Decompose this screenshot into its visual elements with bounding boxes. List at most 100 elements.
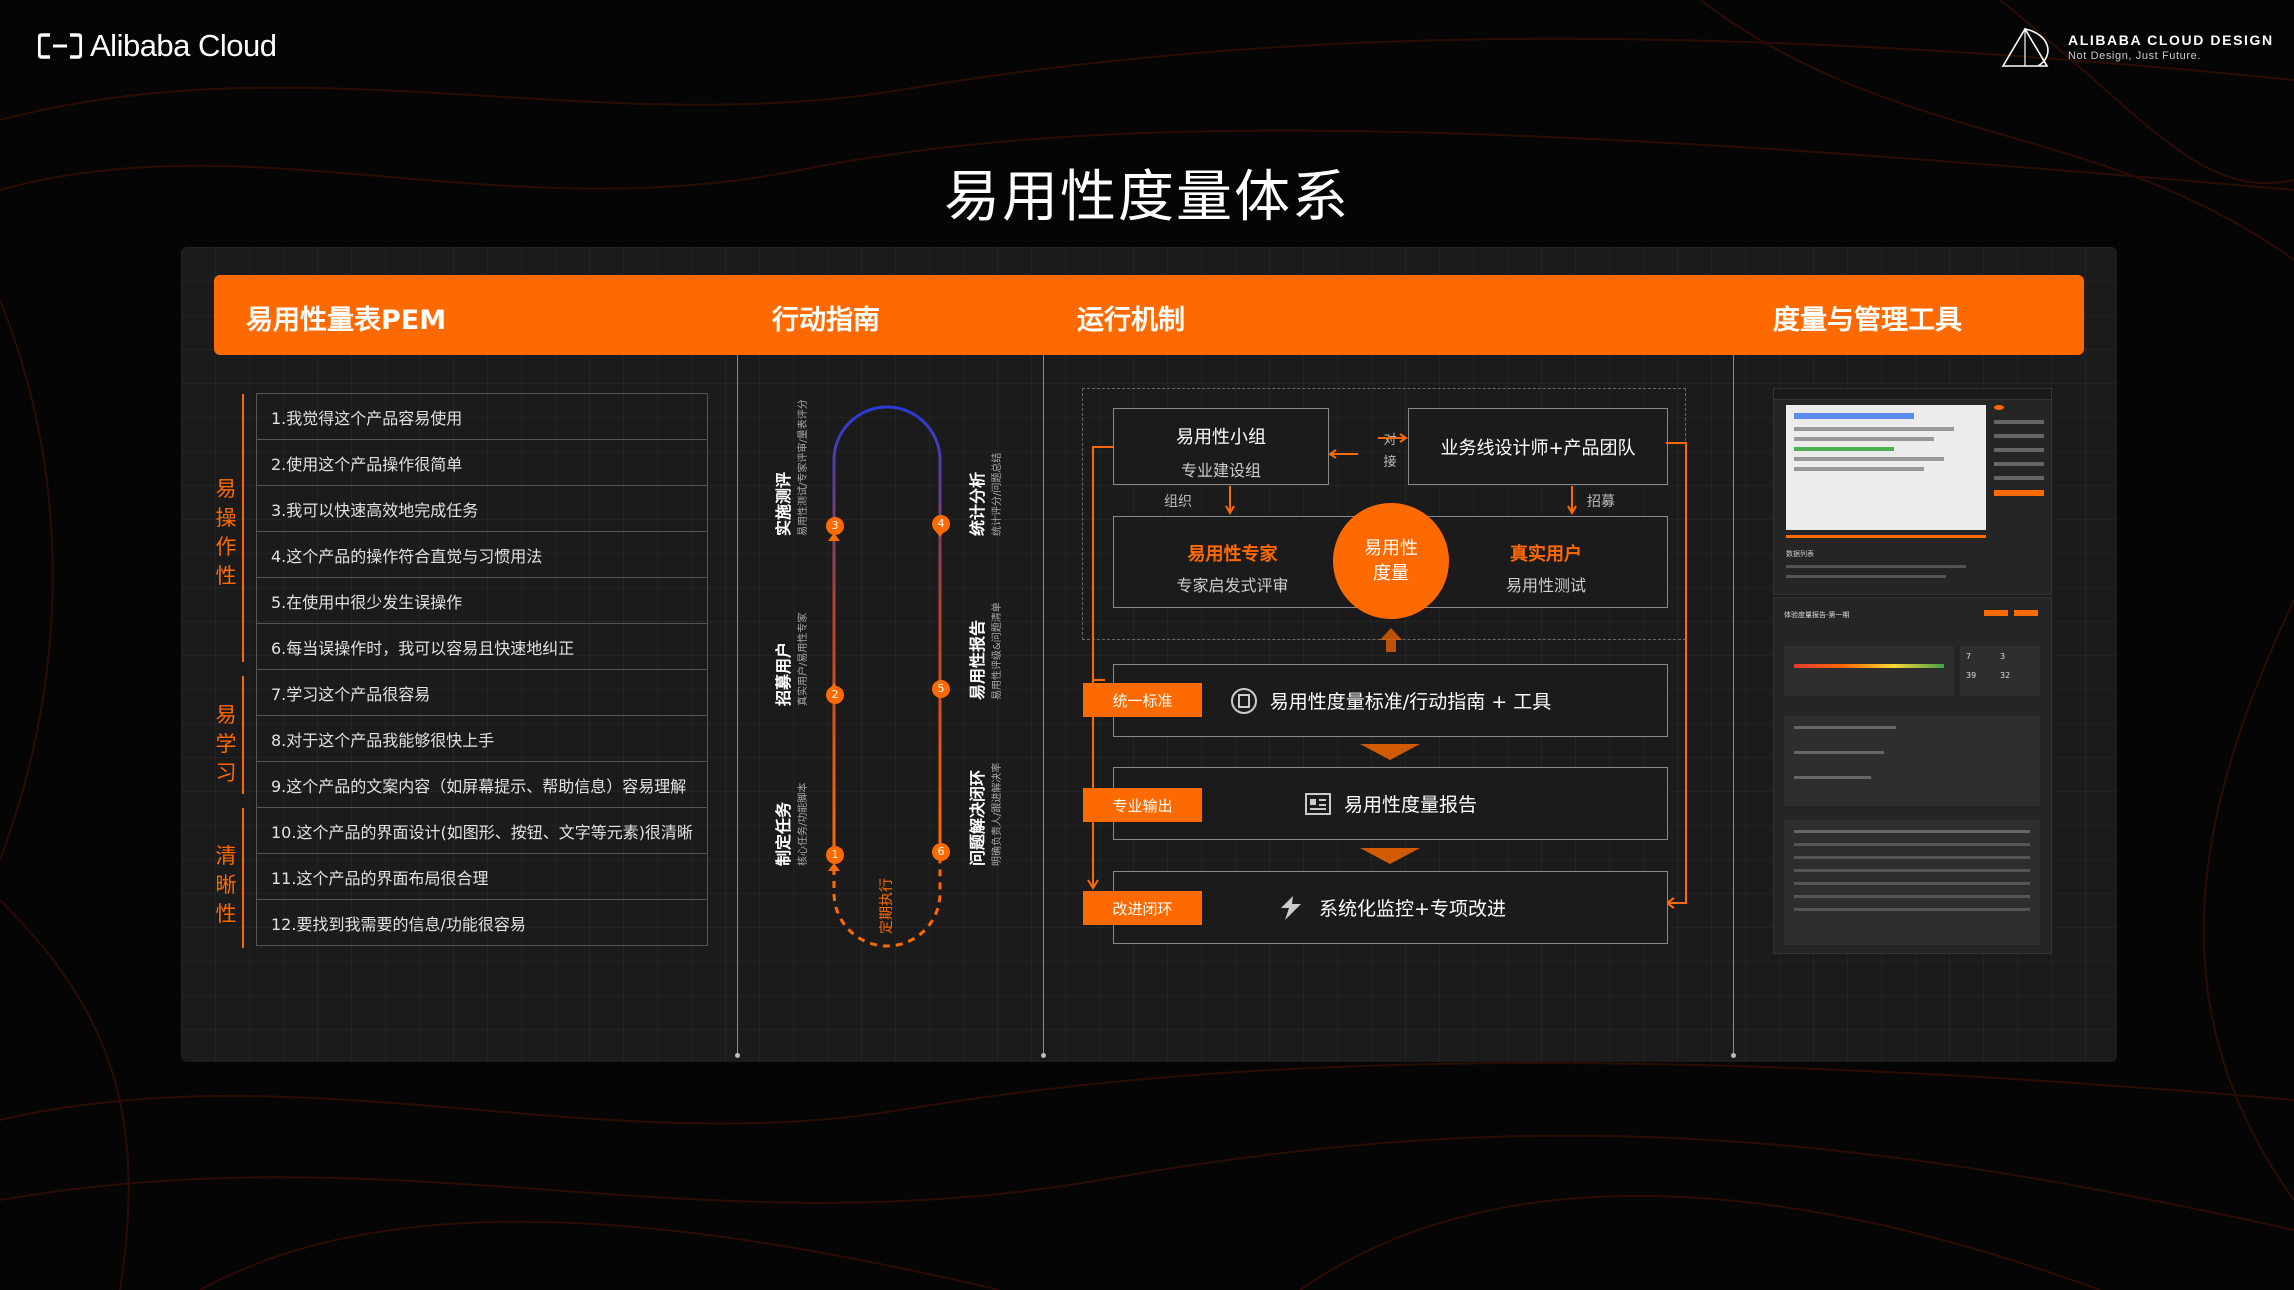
mini-line (1794, 457, 1944, 461)
step-number: 6 (932, 843, 950, 861)
step-number: 5 (932, 680, 950, 698)
mini-card-title: 数据列表 (1786, 550, 1814, 558)
mini-line (1794, 726, 1897, 729)
mini-bar (1794, 413, 1914, 419)
pem-item: 2.使用这个产品操作很简单 (257, 440, 707, 486)
recruit-label: 招募 (1587, 494, 1615, 510)
mini-line (1786, 565, 1966, 568)
mini-line (1794, 751, 1884, 754)
mini-line (1794, 447, 1894, 451)
mini-dot (1994, 405, 2004, 410)
divider-dot (1041, 1053, 1046, 1058)
step-title: 统计分析 (968, 471, 987, 536)
report-icon (1304, 792, 1331, 815)
category-bracket (242, 808, 244, 948)
pem-item: 6.每当误操作时，我可以容易且快速地纠正 (257, 624, 707, 670)
mini-line (1994, 448, 2044, 452)
mini-task-list (1784, 716, 2040, 806)
step-number: 2 (826, 686, 844, 704)
divider-dot (735, 1053, 740, 1058)
page-title: 易用性度量体系 (944, 165, 1350, 230)
design-logo-slogan: Not Design, Just Future. (2068, 50, 2202, 62)
lightning-icon (1281, 895, 1302, 920)
mini-issue-table (1784, 820, 2040, 945)
mini-line (1994, 420, 2044, 424)
step-title: 易用性报告 (968, 619, 987, 700)
mini-report-title: 体验度量报告-第一期 (1784, 611, 1850, 619)
mini-line (1794, 437, 1934, 441)
category-bracket (242, 394, 244, 662)
left-flow-line (1087, 446, 1113, 890)
usability-measure-circle: 易用性度量 (1333, 503, 1449, 619)
dock-label: 对接 (1383, 433, 1397, 470)
step-number: 1 (826, 846, 844, 864)
pem-questionnaire-table: 1.我觉得这个产品容易使用 2.使用这个产品操作很简单 3.我可以快速高效地完成… (256, 393, 708, 946)
mini-line (1786, 575, 1946, 578)
step-title: 实施测评 (774, 471, 793, 536)
category-ease-of-learning: 易学习 (215, 703, 237, 785)
pem-item: 10.这个产品的界面设计(如图形、按钮、文字等元素)很清晰 (257, 808, 707, 854)
header-action-guide: 行动指南 (772, 305, 880, 336)
step-label: 易用性报告 易用性评级&问题清单 (964, 602, 1003, 700)
column-divider (1043, 355, 1044, 1055)
step-subtitle: 统计评分/问题总结 (992, 452, 1003, 536)
pem-item: 11.这个产品的界面布局很合理 (257, 854, 707, 900)
mini-line (1794, 843, 2030, 846)
tag-unified-standard: 统一标准 (1083, 683, 1202, 717)
mini-score-card (1784, 646, 1954, 696)
design-logo-title: ALIBABA CLOUD DESIGN (2068, 32, 2274, 48)
center-title: 易用性度量 (1364, 538, 1418, 584)
report-row: 易用性度量报告 (1113, 767, 1668, 840)
pem-item: 12.要找到我需要的信息/功能很容易 (271, 914, 526, 934)
divider-dot (1731, 1053, 1736, 1058)
category-bracket (242, 676, 244, 794)
loop-label: 定期执行 (879, 878, 895, 934)
alibaba-cloud-logo: Alibaba Cloud (38, 28, 277, 64)
org-label: 组织 (1164, 494, 1192, 510)
header-pem: 易用性量表PEM (246, 305, 447, 336)
mini-line (1794, 467, 1924, 471)
step-label: 统计分析 统计评分/问题总结 (964, 453, 1003, 536)
recruit-arrow (1567, 486, 1577, 516)
step-label: 制定任务 核心任务/功能脚本 (770, 783, 809, 866)
team-title: 业务线设计师+产品团队 (1440, 437, 1636, 459)
down-chevron-icon (1360, 744, 1420, 760)
mini-line (1994, 476, 2044, 480)
mini-line (1794, 776, 1871, 779)
standard-row: 易用性度量标准/行动指南 + 工具 (1113, 664, 1668, 737)
pem-item: 1.我觉得这个产品容易使用 (257, 394, 707, 440)
mini-side-list (1994, 405, 2044, 496)
step-number: 4 (932, 515, 950, 533)
design-logo-icon (2001, 27, 2049, 67)
mini-video-frame (1786, 405, 1986, 530)
step-label: 实施测评 易用性测试/专家评审/量表评分 (770, 399, 809, 536)
step-title: 招募用户 (774, 641, 793, 706)
step-subtitle: 易用性测试/专家评审/量表评分 (798, 399, 809, 536)
mini-stat: 7 (1966, 652, 1972, 661)
mini-stats: 7 3 39 32 (1960, 646, 2040, 696)
step-subtitle: 易用性评级&问题清单 (992, 602, 1003, 700)
expert-subtitle: 专家启发式评审 (1176, 576, 1289, 595)
mini-line (1794, 882, 2030, 885)
business-team-box: 业务线设计师+产品团队 (1408, 408, 1668, 485)
mini-line (1794, 895, 2030, 898)
user-subtitle: 易用性测试 (1505, 576, 1586, 595)
mini-line (1794, 908, 2030, 911)
column-divider (737, 355, 738, 1055)
pem-item: 3.我可以快速高效地完成任务 (257, 486, 707, 532)
user-title: 真实用户 (1510, 544, 1582, 565)
mini-gauge (1794, 664, 1944, 668)
alibaba-cloud-design-logo: ALIBABA CLOUD DESIGN Not Design, Just Fu… (2000, 26, 2274, 68)
pem-item: 9.这个产品的文案内容（如屏幕提示、帮助信息）容易理解 (257, 762, 707, 808)
mini-button (1984, 610, 2008, 616)
usability-group-box: 易用性小组 专业建设组 (1113, 408, 1329, 485)
logo-text: Alibaba Cloud (90, 28, 277, 63)
step-subtitle: 真实用户/易用性专家 (798, 612, 809, 706)
category-clarity: 清晰性 (215, 844, 237, 926)
dock-arrows (1328, 433, 1408, 459)
mini-toolbar (1774, 389, 2051, 400)
group-title: 易用性小组 (1176, 427, 1266, 448)
mini-progress (1786, 535, 1986, 538)
down-chevron-icon (1360, 848, 1420, 864)
